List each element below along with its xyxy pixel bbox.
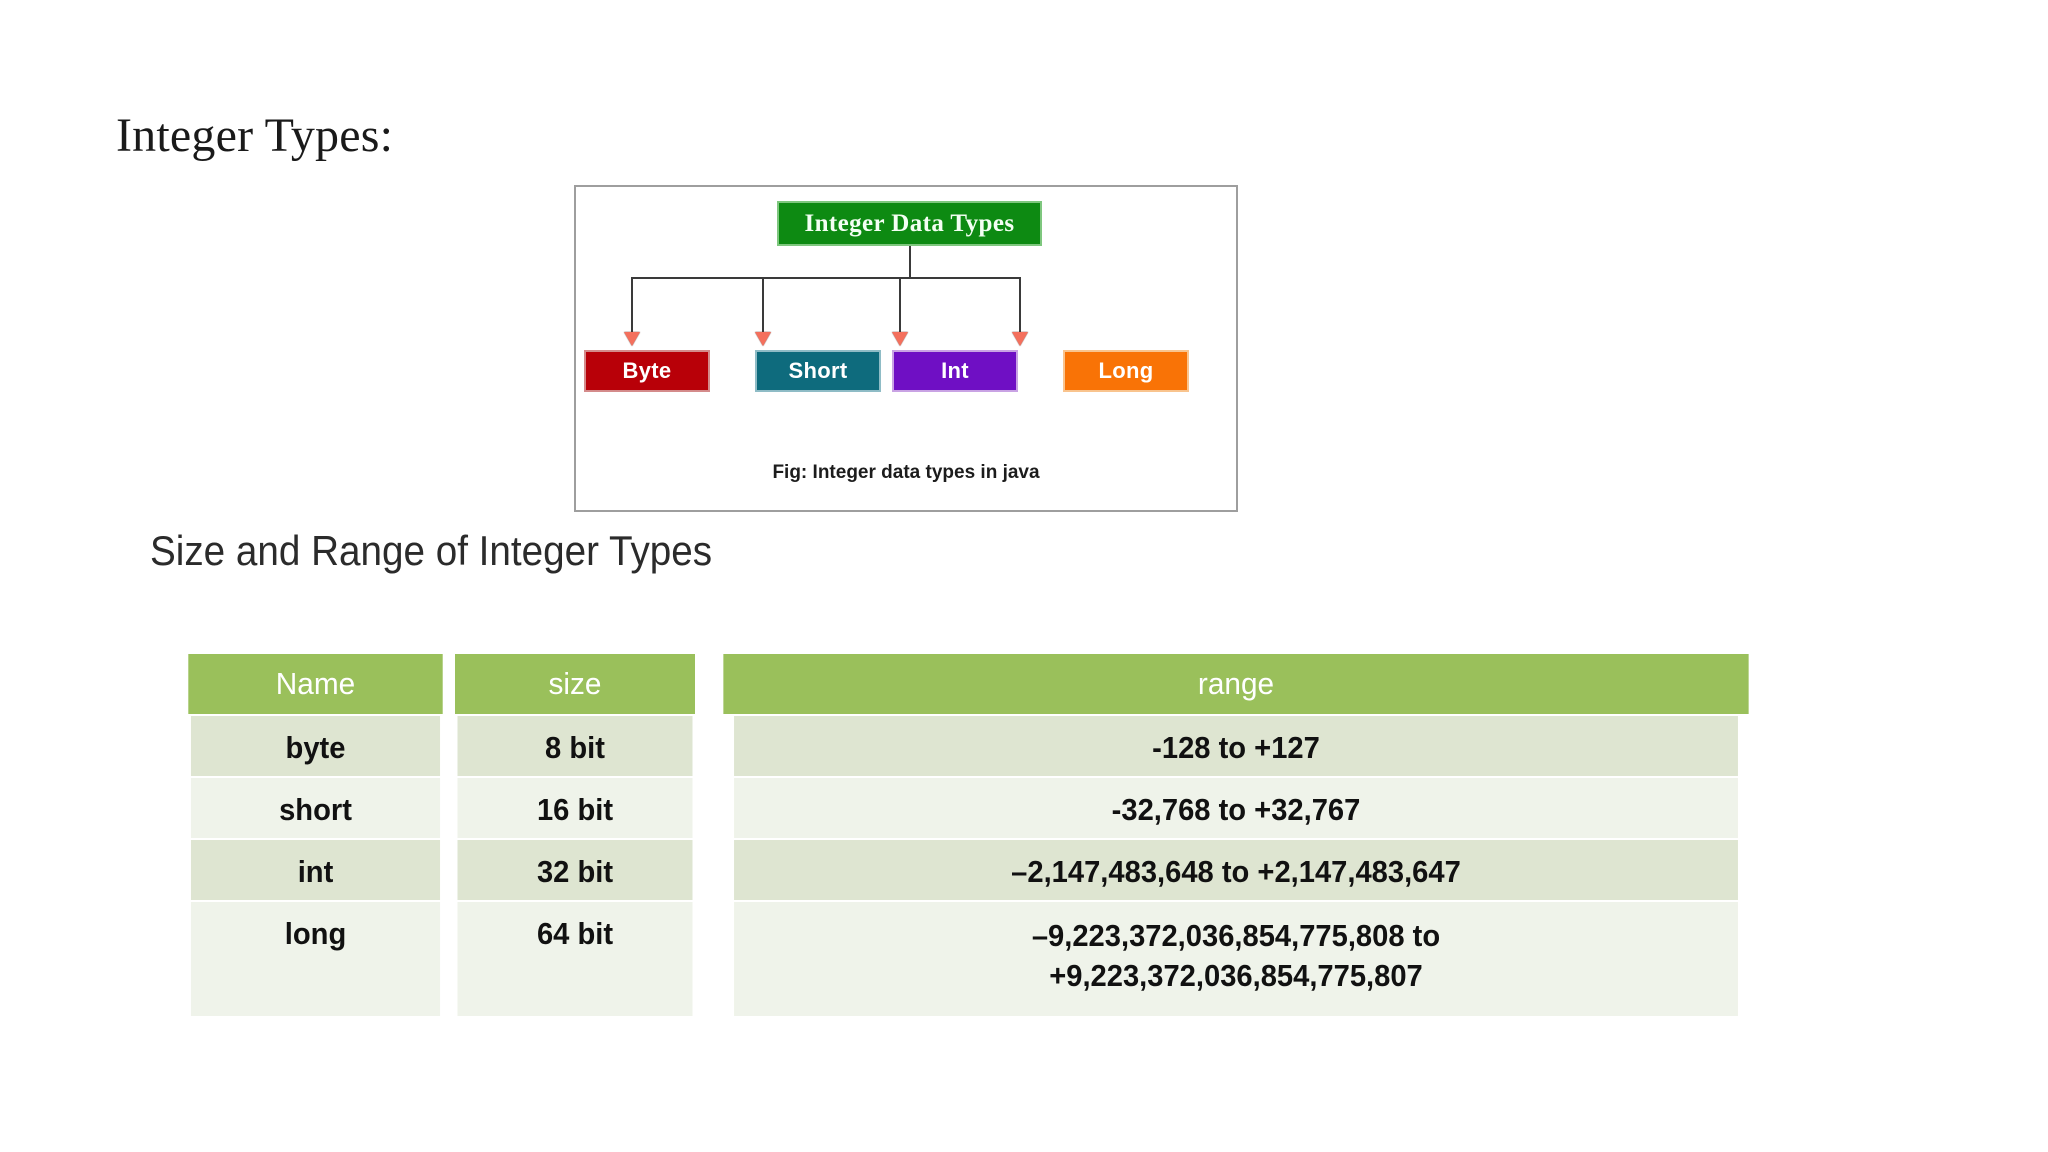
diagram-node-label-byte: Byte [622,358,672,383]
connector-horizontal-bar [631,277,1020,279]
diagram-node-long: Long [1063,350,1189,392]
table-row: short 16 bit -32,768 to +32,767 [183,778,1770,838]
size-and-range-table: Name size range byte 8 bit -128 to +127 … [181,652,1772,1018]
cell-range-line-2: +9,223,372,036,854,775,807 [1049,958,1423,994]
diagram-root-node: Integer Data Types [777,201,1042,246]
cell-name: int [190,840,441,900]
diagram-node-short: Short [755,350,881,392]
cell-name: long [190,902,441,1016]
table-row: long 64 bit –9,223,372,036,854,775,808 t… [183,902,1770,1016]
connector-drop-short [762,277,764,334]
arrow-down-icon-short [755,332,771,346]
connector-vertical-stem [909,246,911,278]
cell-range: –9,223,372,036,854,775,808 to +9,223,372… [734,902,1738,1016]
arrow-down-icon-int [892,332,908,346]
page-title: Integer Types: [116,109,394,162]
connector-drop-long [1019,277,1021,334]
column-header-name: Name [188,654,443,714]
column-header-range: range [723,654,1749,714]
cell-size: 32 bit [457,840,693,900]
section-heading: Size and Range of Integer Types [150,527,713,574]
cell-range: -32,768 to +32,767 [734,778,1738,838]
connector-drop-int [899,277,901,334]
diagram-node-label-int: Int [941,358,969,383]
figure-caption: Fig: Integer data types in java [772,462,1040,483]
cell-size: 64 bit [457,902,693,1016]
cell-size: 8 bit [457,716,693,776]
diagram-node-int: Int [892,350,1018,392]
cell-size: 16 bit [457,778,693,838]
cell-range-line-1: –9,223,372,036,854,775,808 to [1031,918,1441,953]
connector-drop-byte [631,277,633,334]
integer-types-diagram: Integer Data Types Byte Short Int Long F… [574,185,1238,512]
column-header-size: size [455,654,695,714]
arrow-down-icon-long [1012,332,1028,346]
arrow-down-icon-byte [624,332,640,346]
table-row: byte 8 bit -128 to +127 [183,716,1770,776]
table-row: int 32 bit –2,147,483,648 to +2,147,483,… [183,840,1770,900]
diagram-root-label: Integer Data Types [804,209,1015,237]
diagram-node-label-long: Long [1098,358,1154,383]
cell-name: byte [190,716,441,776]
cell-range: –2,147,483,648 to +2,147,483,647 [734,840,1738,900]
diagram-node-label-short: Short [788,358,848,383]
table-header-row: Name size range [183,654,1770,714]
diagram-canvas: Integer Data Types Byte Short Int Long F… [576,187,1236,510]
diagram-node-byte: Byte [584,350,710,392]
cell-range: -128 to +127 [734,716,1738,776]
cell-name: short [190,778,441,838]
